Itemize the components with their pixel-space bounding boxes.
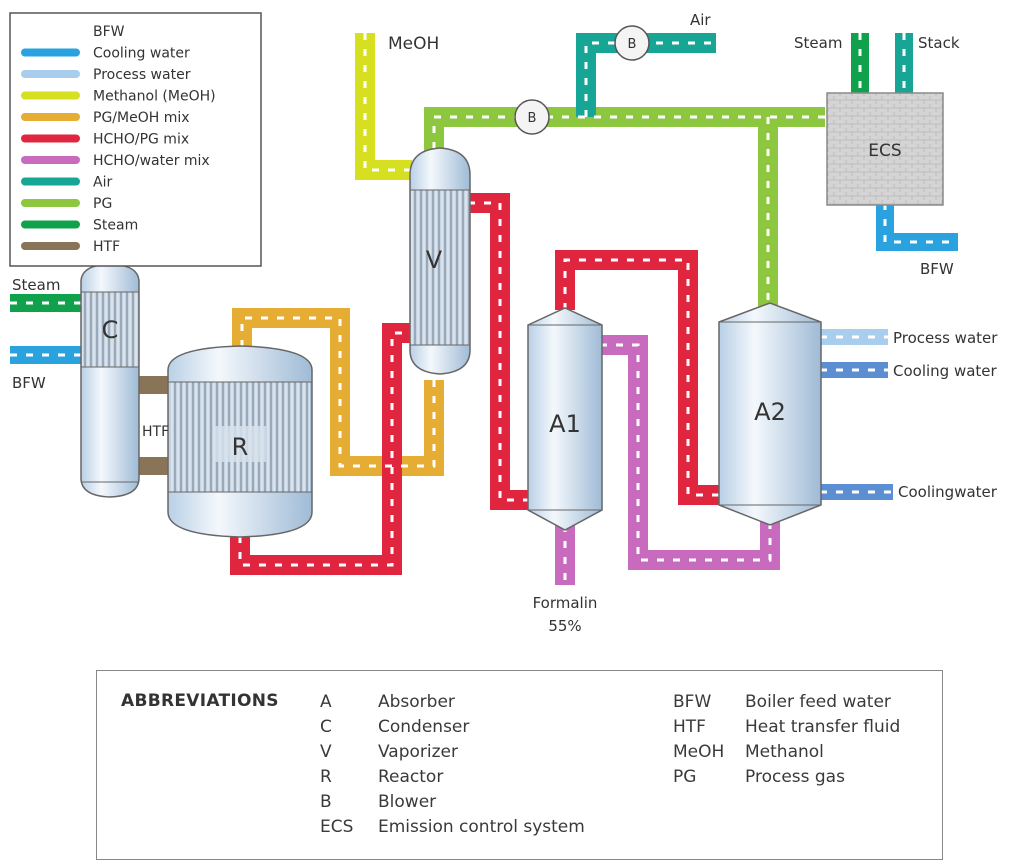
legend-item: HCHO/water mix — [21, 153, 210, 169]
legend-label: Methanol (MeOH) — [93, 89, 216, 105]
label-cooling-water: Cooling water — [893, 362, 998, 380]
label-formalin: Formalin — [533, 594, 598, 612]
pipe-air — [576, 33, 716, 117]
abbreviation-key: ECS — [320, 817, 354, 837]
legend-label: BFW — [93, 24, 125, 40]
process-flow-diagram: B B ECS V C R A1 — [9, 11, 998, 635]
vaporizer-vessel: V — [409, 147, 471, 375]
flow-arrows — [10, 33, 958, 585]
legend-label: PG/MeOH mix — [93, 110, 190, 126]
legend-label: HTF — [93, 239, 120, 255]
svg-text:C: C — [102, 316, 119, 344]
abbreviation-entry: HTF Heat transfer fluid — [673, 716, 900, 741]
abbreviation-value: Emission control system — [378, 817, 585, 837]
legend-label: Steam — [93, 218, 138, 234]
abbreviation-value: Boiler feed water — [745, 692, 891, 712]
pipe-bfw-ecs — [876, 203, 958, 251]
abbreviation-key: HTF — [673, 717, 706, 737]
abbreviation-entry: V Vaporizer — [320, 741, 585, 766]
legend-label: Cooling water — [93, 46, 190, 62]
legend-item: Process water — [21, 67, 191, 83]
abbreviations-title: ABBREVIATIONS — [121, 691, 279, 711]
legend-item: PG — [21, 196, 112, 212]
abbreviation-entry: PG Process gas — [673, 766, 900, 791]
abbreviation-key: BFW — [673, 692, 712, 712]
legend-item: Cooling water — [21, 46, 190, 62]
absorber-a1-vessel: A1 — [527, 307, 603, 531]
abbreviation-entry: A Absorber — [320, 691, 585, 716]
abbreviation-entry: MeOH Methanol — [673, 741, 900, 766]
abbreviation-value: Reactor — [378, 767, 444, 787]
abbreviation-key: C — [320, 717, 332, 737]
legend-item: Air — [21, 175, 112, 191]
abbreviation-value: Condenser — [378, 717, 470, 737]
legend-label: HCHO/PG mix — [93, 132, 189, 148]
label-htf: HTF — [142, 424, 169, 440]
abbreviation-entry: R Reactor — [320, 766, 585, 791]
legend-item: BFW — [93, 24, 125, 40]
legend-item: Methanol (MeOH) — [21, 89, 216, 105]
legend-label: Process water — [93, 67, 191, 83]
svg-text:V: V — [426, 246, 443, 274]
legend-item: PG/MeOH mix — [21, 110, 190, 126]
legend-label: PG — [93, 196, 112, 212]
label-formalin-concentration: 55% — [548, 617, 581, 635]
abbreviation-entry: C Condenser — [320, 716, 585, 741]
abbreviation-key: V — [320, 742, 332, 762]
abbreviation-value: Methanol — [745, 742, 824, 762]
label-coolingwater: Coolingwater — [898, 483, 998, 501]
abbreviation-value: Heat transfer fluid — [745, 717, 901, 737]
pipe-meoh — [355, 33, 412, 180]
abbreviation-key: MeOH — [673, 742, 725, 762]
label-stack: Stack — [918, 34, 960, 52]
blower-pg: B — [514, 99, 550, 135]
legend-item: HCHO/PG mix — [21, 132, 189, 148]
label-steam-c: Steam — [12, 276, 60, 294]
label-meoh: MeOH — [388, 34, 439, 54]
label-bfw-ecs: BFW — [920, 260, 954, 278]
svg-text:A1: A1 — [549, 410, 581, 438]
abbreviation-key: R — [320, 767, 332, 787]
label-air: Air — [690, 11, 711, 29]
abbreviation-value: Absorber — [378, 692, 455, 712]
reactor-vessel: R — [167, 345, 313, 538]
abbreviation-value: Process gas — [745, 767, 845, 787]
absorber-a2-vessel: A2 — [718, 302, 822, 526]
abbreviation-entry: B Blower — [320, 791, 585, 816]
ecs-unit: ECS — [826, 92, 944, 206]
abbreviation-key: PG — [673, 767, 697, 787]
legend-label: HCHO/water mix — [93, 153, 210, 169]
label-process-water: Process water — [893, 329, 998, 347]
abbreviation-key: B — [320, 792, 332, 812]
abbreviation-value: Blower — [378, 792, 437, 812]
blower-air: B — [614, 25, 650, 61]
legend-item: Steam — [21, 218, 138, 234]
abbreviation-entry: BFW Boiler feed water — [673, 691, 900, 716]
label-steam-ecs: Steam — [794, 34, 842, 52]
legend-label: Air — [93, 175, 112, 191]
svg-text:R: R — [232, 433, 249, 461]
abbreviation-entry: ECS Emission control system — [320, 816, 585, 841]
svg-text:ECS: ECS — [868, 141, 901, 161]
svg-text:B: B — [528, 111, 537, 126]
abbreviation-value: Vaporizer — [378, 742, 459, 762]
svg-text:A2: A2 — [754, 398, 786, 426]
condenser-vessel: C — [80, 263, 140, 498]
abbreviation-key: A — [320, 692, 332, 712]
label-bfw-c: BFW — [12, 374, 46, 392]
pipe-hcho-water — [600, 335, 780, 570]
svg-text:B: B — [628, 37, 637, 52]
legend-item: HTF — [21, 239, 120, 255]
